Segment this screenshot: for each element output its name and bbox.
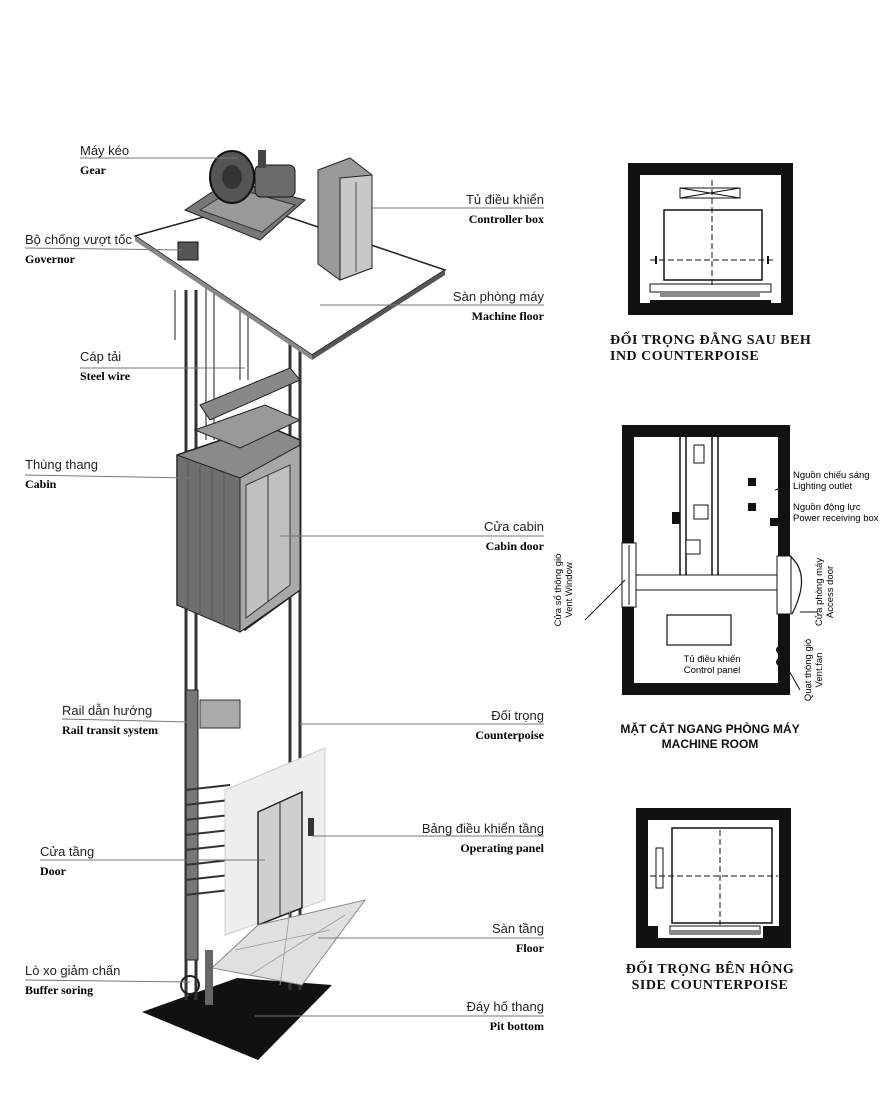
plan-top-drawing <box>628 163 793 315</box>
label-pit-vi: Đáy hố thang <box>466 999 544 1014</box>
vent-window-en: Vent Window <box>564 562 575 618</box>
label-gear-vi: Máy kéo <box>80 143 130 158</box>
power-vi: Nguồn động lực <box>793 502 861 513</box>
label-controller: Tủ điều khiển Controller box <box>380 192 544 227</box>
machine-room-title-vi: MẶT CẮT NGANG PHÒNG MÁY <box>620 722 800 736</box>
label-machine-floor-vi: Sàn phòng máy <box>452 289 544 304</box>
plan-bottom-caption-line2: SIDE COUNTERPOISE <box>631 978 789 993</box>
counterweight-block <box>185 689 199 961</box>
label-counterpoise-en: Counterpoise <box>475 728 544 742</box>
label-governor-en: Governor <box>25 252 75 266</box>
machine-room-title-en: MACHINE ROOM <box>661 737 759 751</box>
plan-bottom-caption-line1: ĐỐI TRỌNG BÊN HÔNG <box>625 962 795 977</box>
power-en: Power receiving box <box>793 513 879 524</box>
label-operating-panel-en: Operating panel <box>460 841 544 855</box>
label-pit: Đáy hố thang Pit bottom <box>380 999 544 1034</box>
label-steel-wire: Cáp tải Steel wire <box>80 349 130 384</box>
label-machine-floor: Sàn phòng máy Machine floor <box>380 289 544 324</box>
label-rail-en: Rail transit system <box>62 723 158 737</box>
vent-fan-en: Vent.fan <box>814 652 825 688</box>
label-floor-vi: Sàn tầng <box>491 921 544 936</box>
control-vi: Tủ điều khiển <box>683 654 741 665</box>
label-cabin: Thùng thang Cabin <box>25 457 98 492</box>
control-panel-label: Tủ điều khiển Control panel <box>672 654 752 676</box>
label-gear: Máy kéo Gear <box>80 143 129 178</box>
label-controller-vi: Tủ điều khiển <box>465 192 544 207</box>
label-cabin-door-vi: Cửa cabin <box>483 519 544 534</box>
lighting-en: Lighting outlet <box>793 481 853 492</box>
plan-bottom-drawing <box>636 808 791 948</box>
lighting-outlet-label: Nguồn chiếu sáng Lighting outlet <box>793 470 870 492</box>
label-cabin-vi: Thùng thang <box>25 457 99 472</box>
gear-motor <box>254 164 296 198</box>
label-buffer: Lò xo giảm chấn Buffer soring <box>25 963 120 998</box>
label-cabin-en: Cabin <box>25 477 57 491</box>
label-buffer-vi: Lò xo giảm chấn <box>25 963 121 978</box>
label-machine-floor-en: Machine floor <box>471 309 544 323</box>
plan-bottom-caption: ĐỐI TRỌNG BÊN HÔNG SIDE COUNTERPOISE <box>595 962 825 994</box>
vent-window-vi: Cửa sổ thông gió <box>553 553 564 627</box>
vent-window-label: Cửa sổ thông gió Vent Window <box>553 525 575 655</box>
label-door-vi: Cửa tầng <box>40 844 95 859</box>
operating-panel-box <box>308 818 314 836</box>
label-buffer-en: Buffer soring <box>25 983 94 997</box>
landing-floor <box>210 899 367 986</box>
label-floor-en: Floor <box>516 941 544 955</box>
label-rail-vi: Rail dẫn hướng <box>62 703 153 718</box>
label-counterpoise-vi: Đối trọng <box>491 708 544 723</box>
label-counterpoise: Đối trọng Counterpoise <box>380 708 544 743</box>
label-gear-en: Gear <box>80 163 106 177</box>
label-governor: Bộ chống vượt tốc Governor <box>25 232 132 267</box>
label-pit-en: Pit bottom <box>489 1019 544 1033</box>
label-governor-vi: Bộ chống vượt tốc <box>25 232 132 247</box>
label-rail: Rail dẫn hướng Rail transit system <box>62 703 158 738</box>
pit-bottom-slab <box>142 978 332 1060</box>
plan-top-caption: ĐỐI TRỌNG ĐẰNG SAU BEH IND COUNTERPOISE <box>610 333 880 365</box>
buffer-spring <box>180 975 200 995</box>
label-operating-panel: Bảng điều khiển tầng Operating panel <box>380 821 544 856</box>
label-steel-wire-vi: Cáp tải <box>80 349 122 364</box>
power-box-label: Nguồn động lực Power receiving box <box>793 502 879 524</box>
label-operating-panel-vi: Bảng điều khiển tầng <box>421 821 544 836</box>
label-cabin-door-en: Cabin door <box>485 539 544 553</box>
label-floor: Sàn tầng Floor <box>380 921 544 956</box>
control-en: Control panel <box>683 665 741 676</box>
machine-room-caption: MẶT CẮT NGANG PHÒNG MÁY MACHINE ROOM <box>600 722 820 752</box>
access-en: Access door <box>825 565 836 619</box>
vent-fan-label: Quạt thông gió Vent.fan <box>803 625 825 715</box>
label-steel-wire-en: Steel wire <box>80 369 131 383</box>
plan-top-caption-line2: IND COUNTERPOISE <box>610 349 760 364</box>
governor-unit <box>177 241 199 261</box>
machine-room-drawing <box>584 425 818 695</box>
label-door: Cửa tầng Door <box>40 844 94 879</box>
vent-fan-vi: Quạt thông gió <box>803 638 814 702</box>
label-door-en: Door <box>40 864 66 878</box>
plan-top-caption-line1: ĐỐI TRỌNG ĐẰNG SAU BEH <box>610 333 812 348</box>
label-controller-en: Controller box <box>468 212 544 226</box>
lighting-vi: Nguồn chiếu sáng <box>793 470 870 481</box>
label-cabin-door: Cửa cabin Cabin door <box>380 519 544 554</box>
